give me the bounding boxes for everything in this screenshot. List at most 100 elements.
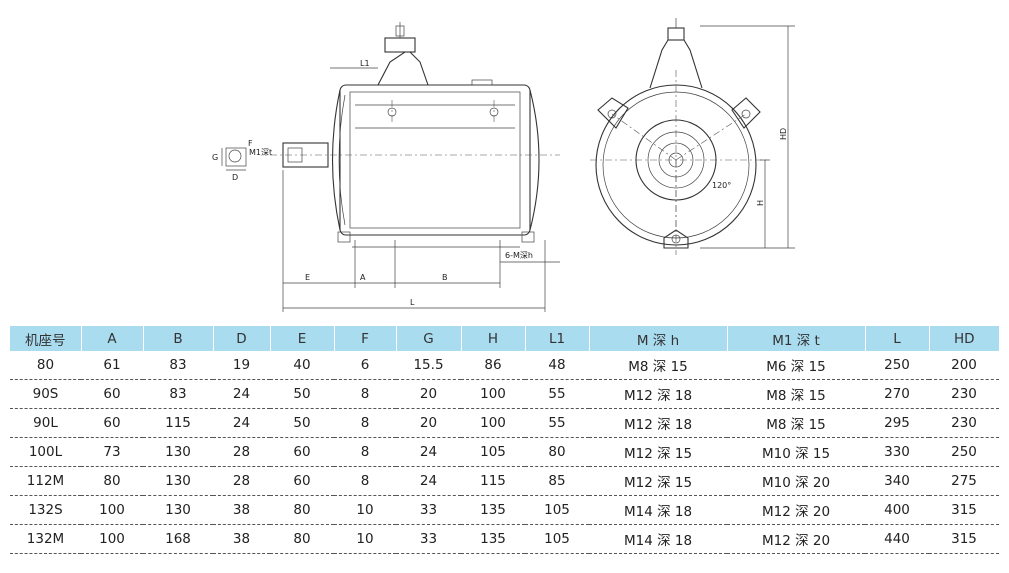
table-cell: 115 [461, 466, 525, 496]
table-cell: 90L [10, 408, 81, 438]
table-cell: 50 [270, 379, 334, 409]
column-header: L1 [525, 326, 590, 351]
table-cell: 80 [10, 351, 81, 380]
column-header: G [396, 326, 462, 351]
table-cell: 295 [865, 408, 929, 438]
dim-label-l1: L1 [360, 59, 370, 68]
table-cell: M12 深 15 [589, 466, 727, 496]
table-cell: 40 [270, 351, 334, 380]
table-cell: 105 [461, 437, 525, 467]
table-cell: 275 [929, 466, 999, 496]
table-cell: 250 [929, 437, 999, 467]
table-cell: 112M [10, 466, 81, 496]
column-header: F [334, 326, 397, 351]
dim-label-l: L [410, 298, 415, 307]
table-cell: 86 [461, 351, 525, 380]
table-cell: 60 [81, 408, 143, 438]
table-cell: 80 [81, 466, 143, 496]
table-cell: 28 [213, 466, 270, 496]
table-cell: 440 [865, 524, 929, 554]
table-cell: M8 深 15 [589, 351, 727, 380]
table-cell: 115 [143, 408, 213, 438]
column-header: M1 深 t [727, 326, 866, 351]
table-cell: 250 [865, 351, 929, 380]
table-cell: M12 深 20 [727, 524, 865, 554]
dim-label-angle: 120° [712, 181, 731, 190]
table-cell: 135 [461, 524, 525, 554]
table-cell: M10 深 15 [727, 437, 865, 467]
table-cell: 168 [143, 524, 213, 554]
table-cell: 230 [929, 408, 999, 438]
dim-label-h: H [756, 200, 765, 206]
table-cell: 10 [334, 524, 396, 554]
side-view: L1 E A B L F G D M1深t 6-M深h [212, 22, 560, 312]
table-cell: M14 深 18 [589, 524, 727, 554]
table-cell: 400 [865, 495, 929, 525]
column-header: 机座号 [10, 326, 82, 351]
table-cell: 315 [929, 524, 999, 554]
table-cell: 60 [270, 437, 334, 467]
column-header: A [81, 326, 144, 351]
table-cell: 73 [81, 437, 143, 467]
column-header: H [461, 326, 526, 351]
table-cell: 24 [213, 379, 270, 409]
table-cell: 130 [143, 466, 213, 496]
table-cell: 90S [10, 379, 81, 409]
dim-label-a: A [360, 273, 366, 282]
dim-label-m: 6-M深h [505, 251, 533, 260]
table-cell: 55 [525, 379, 589, 409]
dim-label-d: D [232, 173, 238, 182]
table-cell: 10 [334, 495, 396, 525]
table-cell: 15.5 [396, 351, 461, 380]
table-cell: 83 [143, 379, 213, 409]
table-cell: 38 [213, 495, 270, 525]
table-cell: 55 [525, 408, 589, 438]
table-cell: 80 [270, 495, 334, 525]
table-cell: M14 深 18 [589, 495, 727, 525]
table-cell: 24 [396, 466, 461, 496]
table-cell: M12 深 20 [727, 495, 865, 525]
dim-label-g: G [212, 153, 218, 162]
table-cell: 85 [525, 466, 589, 496]
table-cell: 80 [270, 524, 334, 554]
table-cell: 200 [929, 351, 999, 380]
end-view: HD H 120° [590, 18, 795, 255]
table-cell: M6 深 15 [727, 351, 865, 380]
column-header: D [213, 326, 271, 351]
table-cell: M12 深 18 [589, 379, 727, 409]
dim-label-e: E [305, 273, 310, 282]
dim-label-m1: M1深t [249, 148, 272, 157]
table-cell: 60 [270, 466, 334, 496]
table-cell: 24 [213, 408, 270, 438]
table-cell: 20 [396, 379, 461, 409]
table-cell: 100 [81, 524, 143, 554]
table-cell: 48 [525, 351, 589, 380]
dim-label-hd: HD [779, 128, 788, 140]
table-cell: M8 深 15 [727, 379, 865, 409]
table-cell: 80 [525, 437, 589, 467]
table-cell: 8 [334, 437, 396, 467]
motor-outline-drawing: L1 E A B L F G D M1深t 6-M深h [212, 18, 795, 312]
table-cell: 100 [461, 379, 525, 409]
table-cell: 38 [213, 524, 270, 554]
table-cell: 132M [10, 524, 81, 554]
table-cell: 315 [929, 495, 999, 525]
table-cell: 130 [143, 437, 213, 467]
table-cell: 33 [396, 495, 461, 525]
table-cell: 6 [334, 351, 396, 380]
table-cell: 340 [865, 466, 929, 496]
table-cell: 50 [270, 408, 334, 438]
column-header: B [143, 326, 214, 351]
column-header: E [270, 326, 335, 351]
table-cell: 330 [865, 437, 929, 467]
table-cell: 28 [213, 437, 270, 467]
table-cell: 100 [461, 408, 525, 438]
table-cell: 33 [396, 524, 461, 554]
table-cell: 8 [334, 379, 396, 409]
